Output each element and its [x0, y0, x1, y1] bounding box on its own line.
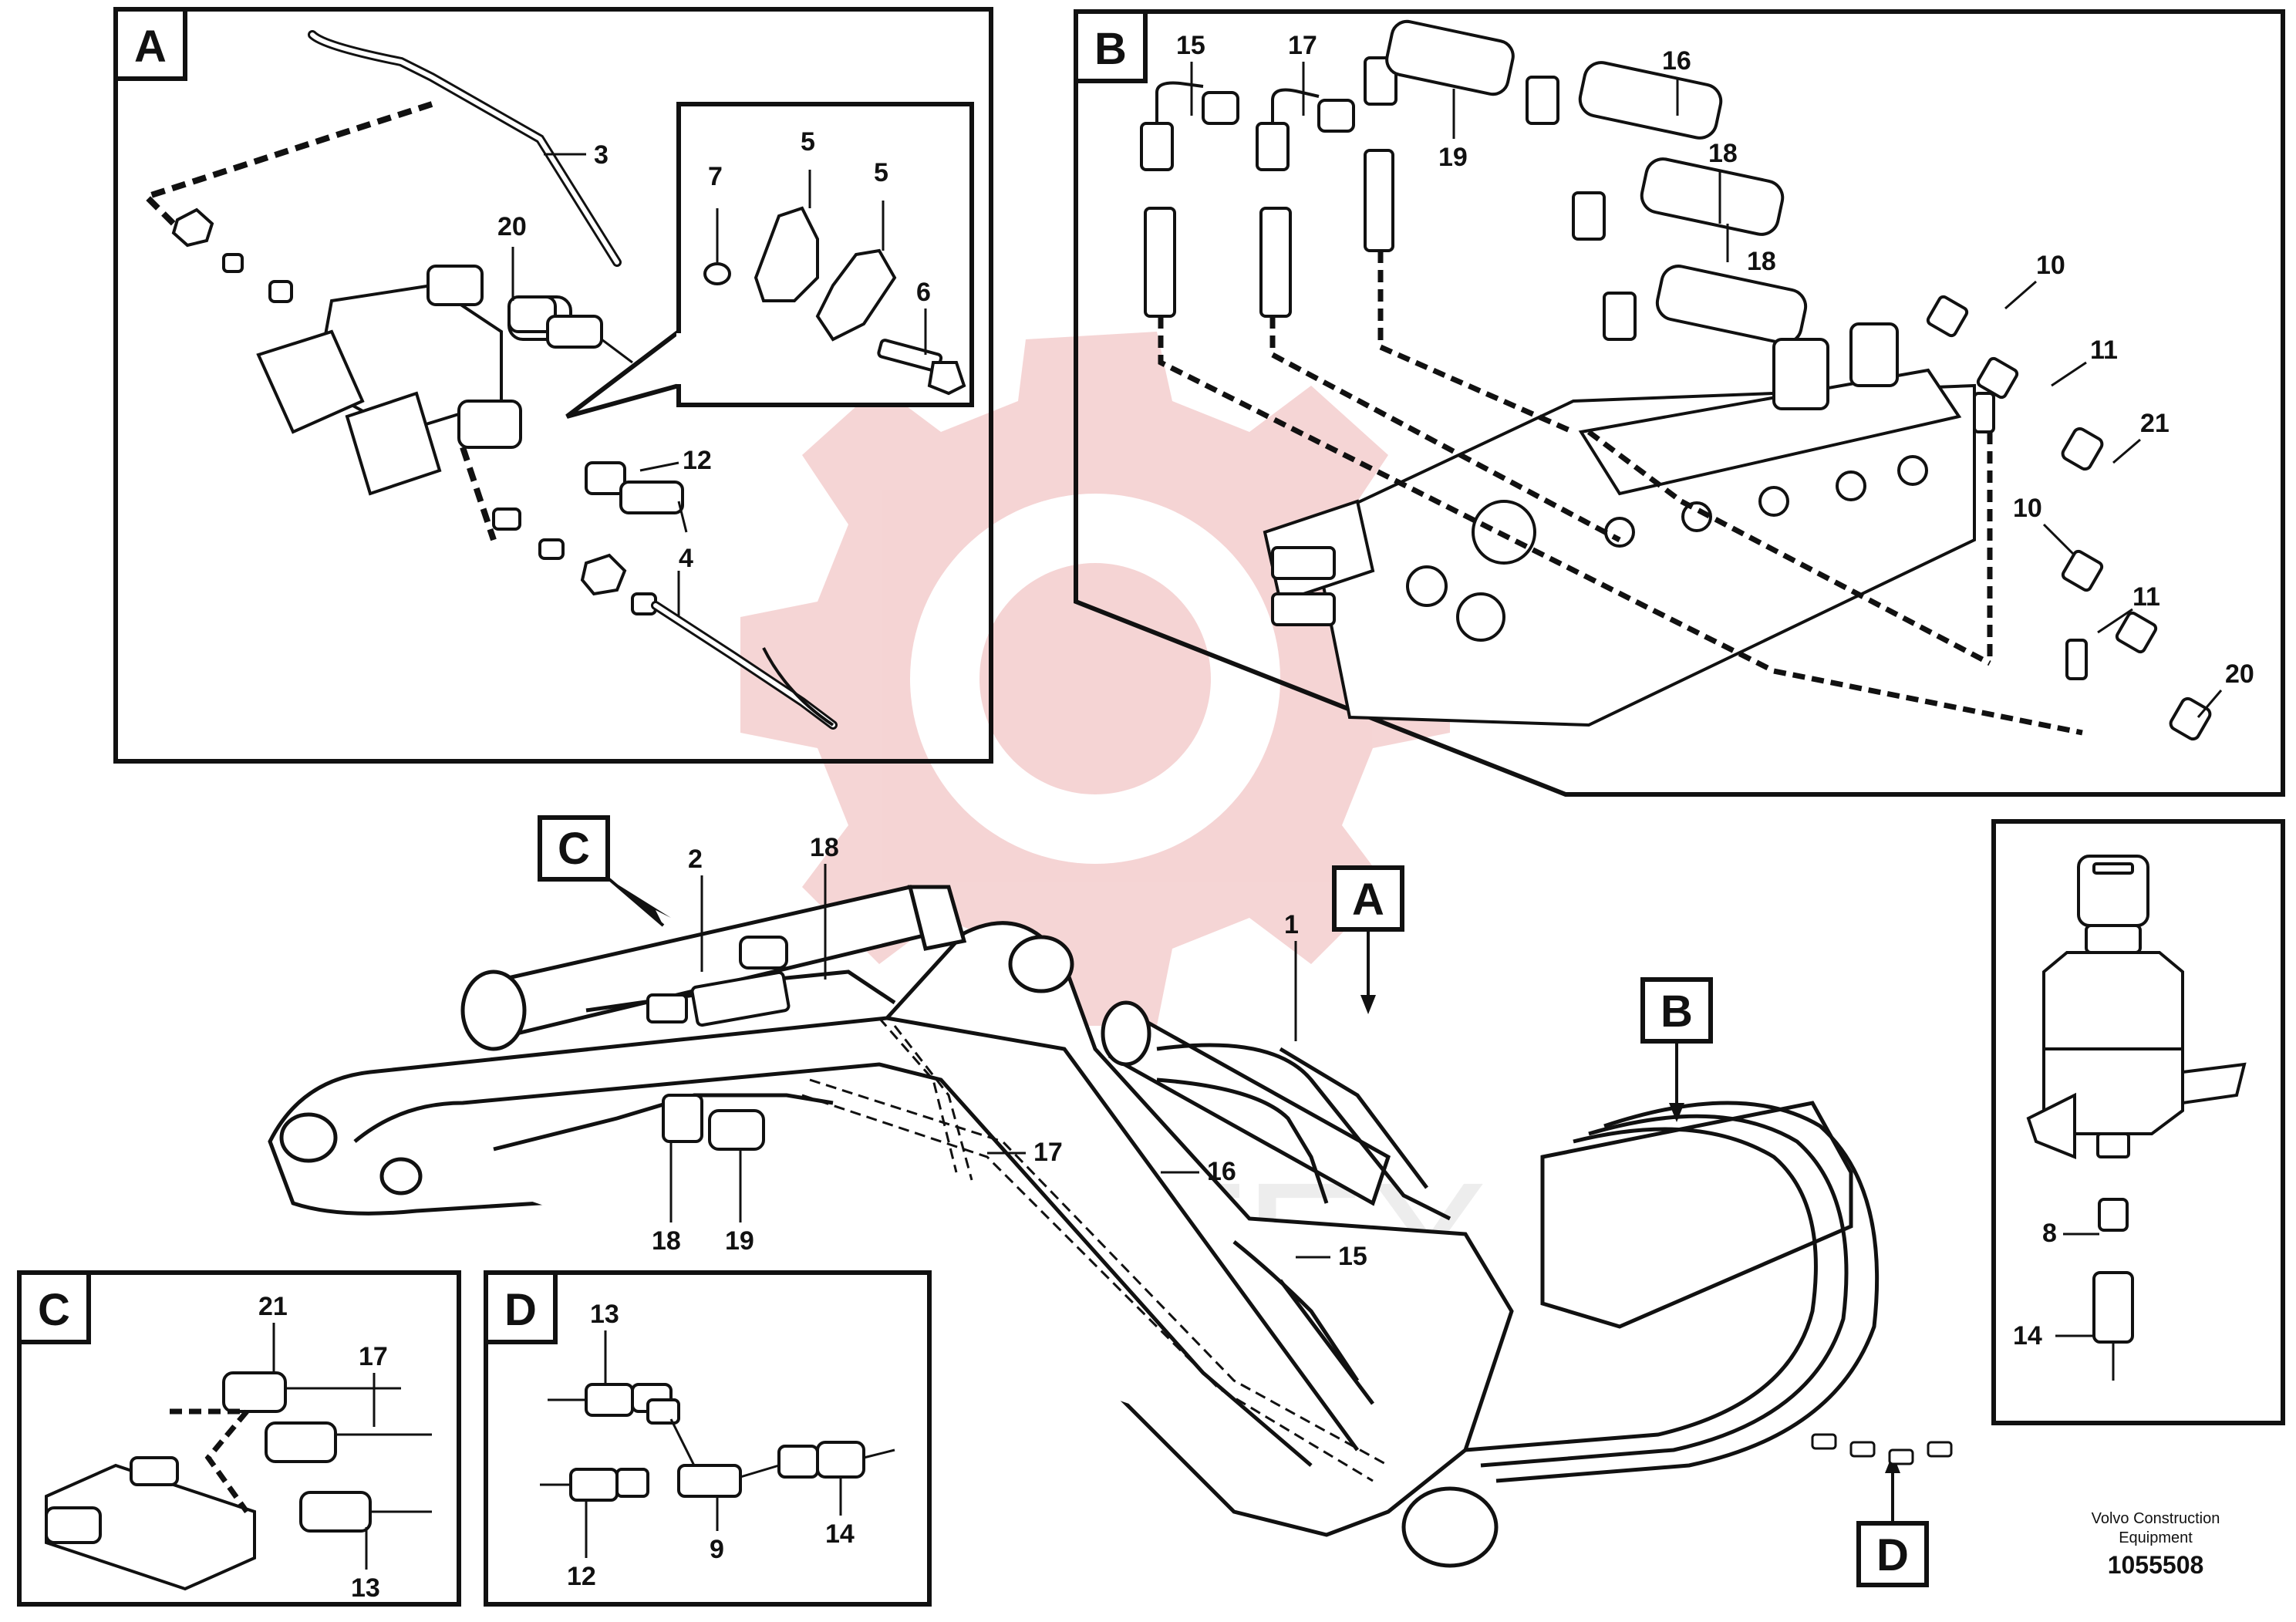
main-label-19: 19 — [725, 1226, 754, 1256]
panel-c-letter: C — [38, 1285, 70, 1335]
d-label-14: 14 — [825, 1519, 855, 1549]
footer: Volvo Construction Equipment 1055508 — [2092, 1510, 2220, 1579]
control-valve-block — [1263, 322, 1976, 727]
brand-line-1: Volvo Construction — [2092, 1510, 2220, 1527]
b-label-11b: 11 — [2132, 582, 2160, 612]
main-callout-d-box — [1856, 1521, 1929, 1587]
dashed-connector — [170, 1408, 253, 1514]
main-callout-a: A — [1352, 875, 1384, 925]
b-label-19: 19 — [1438, 143, 1468, 172]
sensor-label-14: 14 — [2013, 1321, 2042, 1351]
hose-20 — [507, 295, 603, 349]
main-callout-c: C — [558, 824, 590, 874]
b-label-17: 17 — [1288, 31, 1317, 60]
b-label-16: 16 — [1662, 46, 1691, 76]
sensor-label-8: 8 — [2042, 1219, 2057, 1248]
panel-b-frame — [1074, 9, 2285, 797]
boom-dashed-lines — [801, 1017, 1389, 1482]
panel-d-letter: D — [504, 1285, 537, 1335]
inset-label-5b: 5 — [874, 158, 888, 187]
block-2 — [646, 936, 791, 1027]
panel-c: C 21 17 13 — [17, 1270, 461, 1607]
hose-set-b — [1140, 19, 1808, 345]
b-label-18a: 18 — [1708, 139, 1738, 168]
panel-a-letter: A — [134, 22, 167, 72]
boom — [268, 921, 1514, 1568]
b-label-11a: 11 — [2090, 336, 2118, 365]
pipe-3 — [308, 30, 622, 267]
main-label-18: 18 — [810, 833, 839, 862]
d-label-12: 12 — [567, 1562, 596, 1591]
valve-block-a — [256, 265, 572, 496]
main-label-2: 2 — [688, 845, 703, 874]
inset-label-6: 6 — [916, 278, 931, 307]
main-callout-b: B — [1660, 986, 1693, 1037]
panel-c-letter-box — [17, 1270, 91, 1344]
right-fittings-b — [1926, 295, 2212, 741]
main-callout-d: D — [1876, 1530, 1909, 1580]
panel-b-letter-box — [1074, 9, 1148, 83]
main-callout-c-box — [538, 815, 610, 882]
dashed-connector — [460, 446, 497, 541]
panel-d-parts — [569, 1383, 865, 1502]
panel-c-frame — [17, 1270, 461, 1607]
panel-d: D 13 12 9 14 — [484, 1270, 932, 1607]
panel-b: B — [1074, 9, 2285, 797]
fitting-chain-bottom — [492, 508, 657, 615]
b-label-10b: 10 — [2013, 494, 2042, 523]
panel-c-parts — [45, 1371, 372, 1591]
panel-a: A — [113, 7, 993, 764]
watermark-gear-core — [979, 563, 1211, 794]
pressure-sensor — [2026, 855, 2247, 1344]
b-label-20: 20 — [2225, 659, 2254, 689]
b-label-18b: 18 — [1747, 247, 1776, 276]
c-label-13: 13 — [351, 1573, 380, 1603]
main-assembly: C A B D — [268, 815, 1953, 1587]
panel-a-letter-box — [113, 7, 187, 81]
main-label-16: 16 — [1207, 1157, 1236, 1186]
c-label-17: 17 — [359, 1342, 388, 1371]
panel-b-letter: B — [1094, 24, 1127, 74]
drawing-number: 1055508 — [2108, 1551, 2204, 1579]
label-3: 3 — [594, 140, 609, 170]
b-label-10a: 10 — [2036, 251, 2065, 280]
label-4: 4 — [679, 544, 693, 573]
hose-12 — [585, 461, 684, 514]
inset-label-5a: 5 — [801, 127, 815, 157]
bracket-parts — [703, 206, 966, 396]
main-label-18b: 18 — [652, 1226, 681, 1256]
panel-d-letter-box — [484, 1270, 558, 1344]
main-label-17: 17 — [1033, 1138, 1063, 1167]
panel-sensor-frame — [1991, 819, 2285, 1425]
panel-d-frame — [484, 1270, 932, 1607]
fitting-chain-top — [171, 207, 293, 303]
b-label-15: 15 — [1176, 31, 1205, 60]
fittings-d-preview — [1811, 1433, 1953, 1465]
main-label-15: 15 — [1338, 1242, 1367, 1271]
d-label-9: 9 — [710, 1535, 724, 1564]
brand-line-2: Equipment — [2119, 1529, 2193, 1546]
label-20: 20 — [497, 212, 527, 241]
dashed-routes-b — [1158, 251, 2083, 736]
d-label-13: 13 — [590, 1300, 619, 1329]
b-label-21: 21 — [2140, 409, 2170, 438]
base-valve-block — [1465, 1101, 1880, 1483]
panel-sensor: 8 14 — [1991, 819, 2285, 1425]
main-label-1: 1 — [1284, 910, 1299, 939]
inset-label-7: 7 — [708, 162, 723, 191]
main-callout-b-box — [1640, 977, 1713, 1044]
panel-a-frame — [113, 7, 993, 764]
dashed-connector — [140, 101, 433, 230]
c-label-21: 21 — [258, 1292, 288, 1321]
label-12: 12 — [683, 446, 712, 475]
fittings-18-19 — [662, 1094, 765, 1151]
